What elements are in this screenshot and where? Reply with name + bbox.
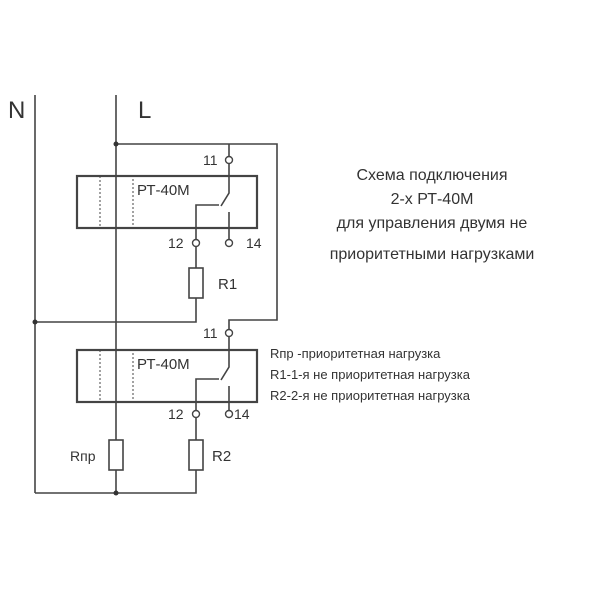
neutral-label: N: [8, 97, 25, 124]
bottom-return-wire: [35, 470, 197, 494]
relay1-t11-label: 11: [203, 152, 218, 168]
r2-label: R2: [212, 448, 231, 465]
junction-dot: [113, 490, 119, 496]
r1-label: R1: [218, 276, 237, 293]
relay1-terminal-11: [224, 155, 234, 165]
title-line-4: приоритетными нагрузками: [330, 246, 535, 263]
legend-r2: R2-2-я не приоритетная нагрузка: [270, 388, 471, 403]
rpr-label: Rпр: [70, 448, 96, 464]
relay2-coil-section: [99, 349, 134, 403]
relay2-t11-label: 11: [203, 325, 218, 341]
legend: Rпр -приоритетная нагрузка R1-1-я не при…: [270, 346, 471, 403]
relay1-t12-label: 12: [168, 235, 184, 251]
terminals: [191, 155, 234, 419]
r1-resistor: [188, 267, 204, 299]
wires: [34, 95, 278, 494]
line-label: L: [138, 97, 151, 124]
relay1-body: [75, 174, 259, 230]
r1-return-wire: [35, 298, 197, 323]
relay1-t14-label: 14: [246, 235, 262, 251]
relay2-terminal-12: [191, 409, 201, 419]
junctions: [32, 141, 119, 496]
relay2-t12-label: 12: [168, 406, 184, 422]
legend-r1: R1-1-я не приоритетная нагрузка: [270, 367, 471, 382]
relay2-contact-blade: [220, 337, 230, 381]
rpr-resistor: [108, 439, 124, 471]
diagram-title: Схема подключения 2-х РТ-40М для управле…: [330, 167, 535, 263]
junction-dot: [32, 319, 38, 325]
relay2-label: РТ-40М: [137, 356, 190, 373]
title-line-3: для управления двумя не: [337, 215, 528, 232]
relay1-coil-section: [99, 175, 134, 229]
legend-rpr: Rпр -приоритетная нагрузка: [270, 346, 441, 361]
feed-wire: [116, 143, 278, 330]
relay2-nc-wire: [195, 378, 219, 410]
relay2-body: [75, 348, 259, 404]
relay1-contact-blade: [220, 164, 230, 207]
r2-resistor: [188, 439, 204, 471]
relay1-terminal-12: [191, 238, 201, 248]
relay1-nc-wire: [195, 204, 219, 239]
title-line-2: 2-х РТ-40М: [391, 191, 474, 208]
relay2-t14-label: 14: [234, 406, 250, 422]
relay1-label: РТ-40М: [137, 182, 190, 199]
title-line-1: Схема подключения: [357, 167, 508, 184]
relay2-terminal-14: [224, 409, 234, 419]
relay1-terminal-14: [224, 238, 234, 248]
relay2-terminal-11: [224, 328, 234, 338]
junction-dot: [113, 141, 119, 147]
